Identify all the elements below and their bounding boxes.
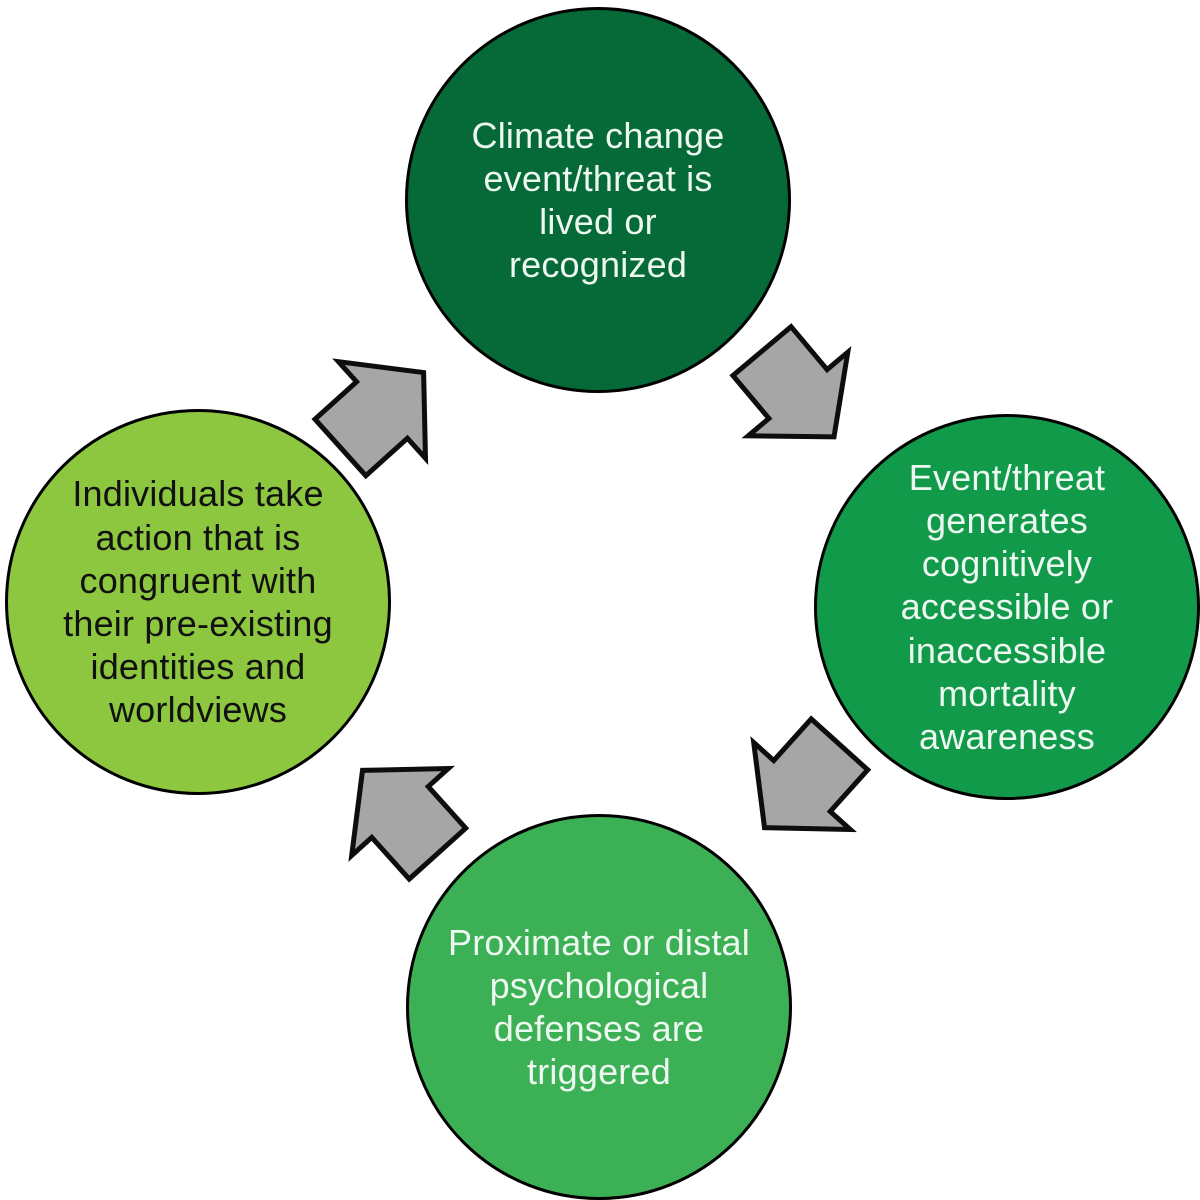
arrow-left-to-top-icon bbox=[311, 358, 429, 480]
node-defenses-triggered-label: Proximate or distal psychological defens… bbox=[448, 921, 750, 1093]
arrow-right-to-bottom-icon bbox=[750, 715, 872, 833]
node-mortality-awareness: Event/threat generates cognitively acces… bbox=[814, 414, 1200, 800]
node-mortality-awareness-label: Event/threat generates cognitively acces… bbox=[900, 456, 1114, 757]
node-defenses-triggered: Proximate or distal psychological defens… bbox=[406, 814, 792, 1200]
node-climate-event-label: Climate change event/threat is lived or … bbox=[471, 114, 725, 286]
node-climate-event: Climate change event/threat is lived or … bbox=[405, 7, 791, 393]
node-individual-action: Individuals take action that is congruen… bbox=[5, 409, 391, 795]
arrow-top-to-right-icon bbox=[729, 323, 852, 440]
node-individual-action-label: Individuals take action that is congruen… bbox=[63, 473, 333, 731]
arrow-bottom-to-left-icon bbox=[348, 765, 470, 883]
